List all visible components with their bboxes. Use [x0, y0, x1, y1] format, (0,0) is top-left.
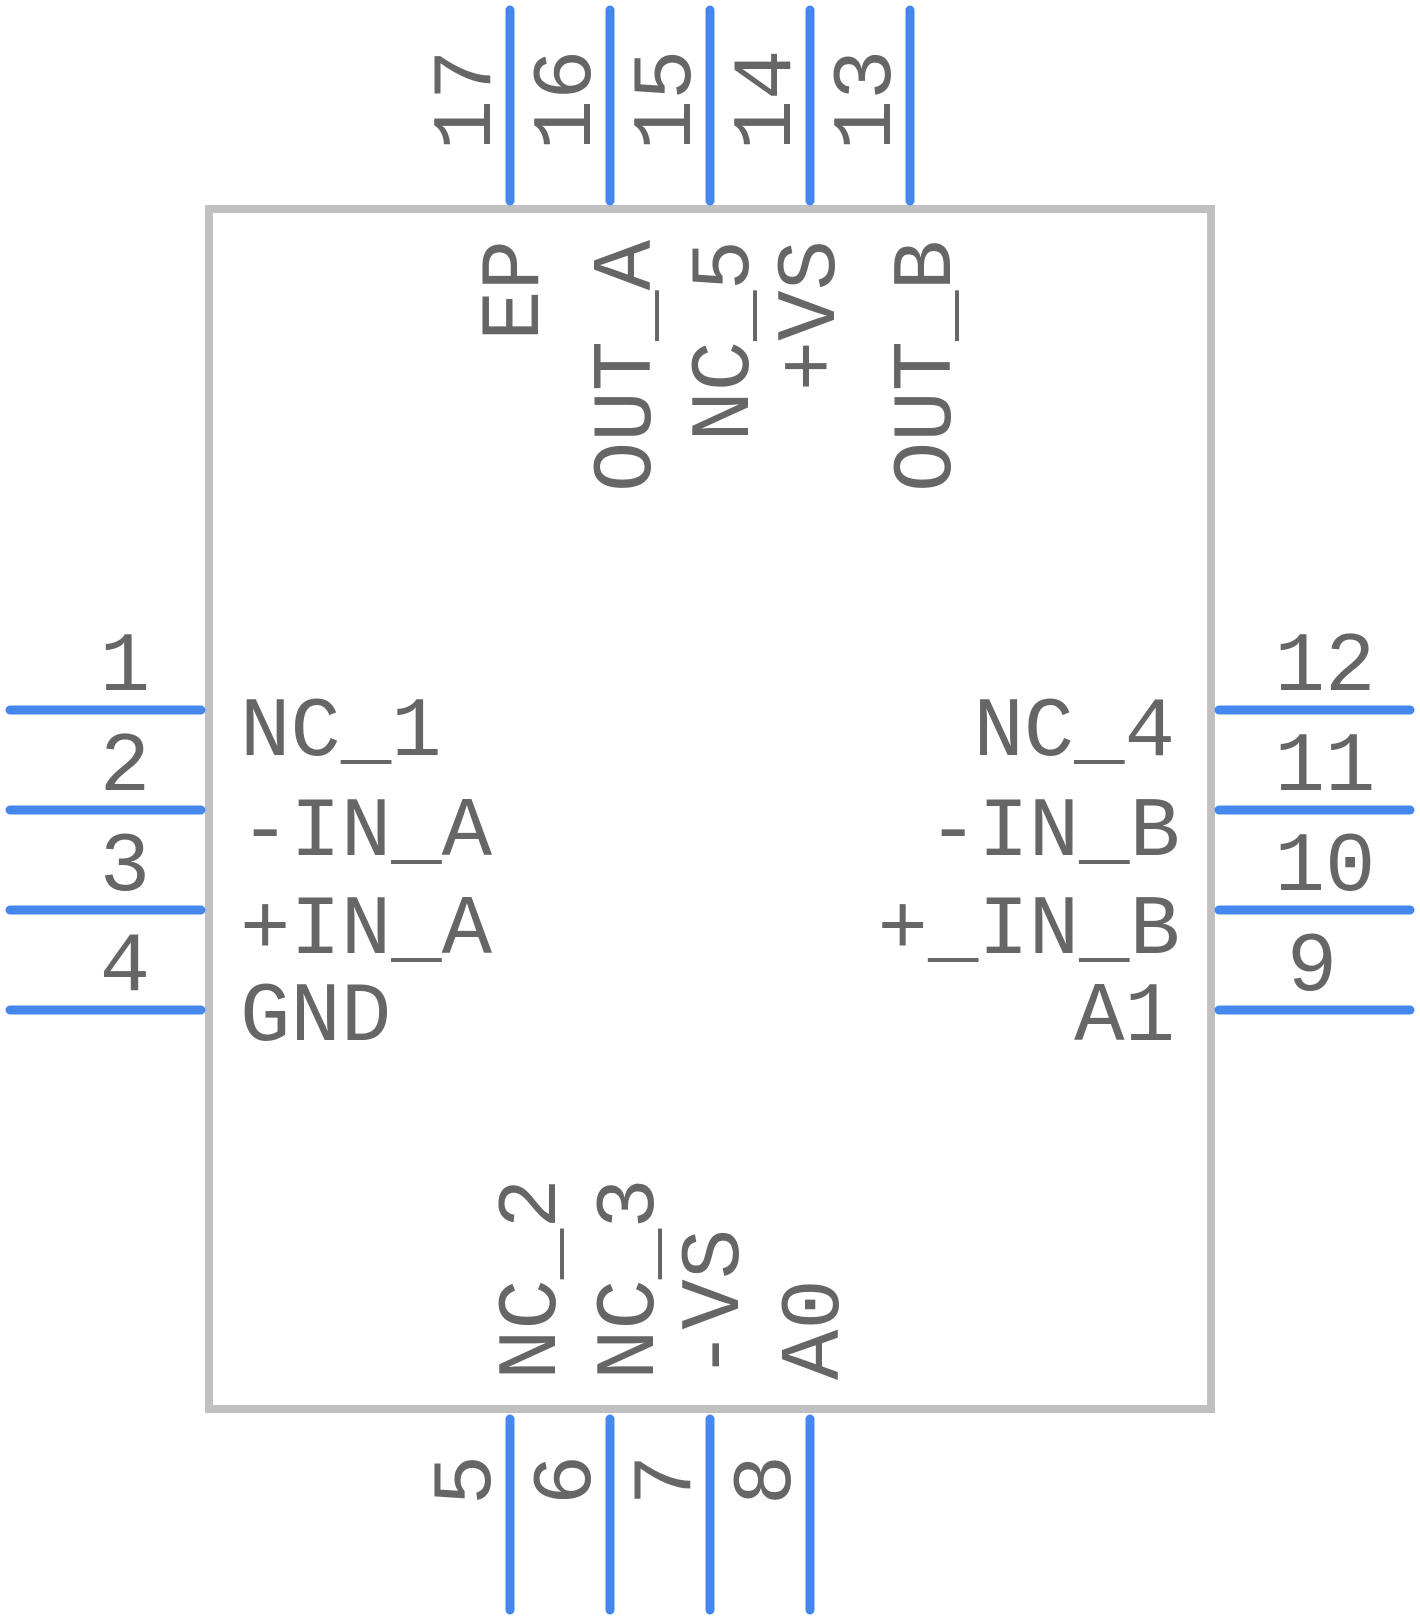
component-body — [205, 205, 1215, 1413]
pin-number: 15 — [621, 50, 716, 151]
pin-number: 8 — [721, 1455, 816, 1505]
pin-name: EP — [469, 240, 564, 341]
pin-name: NC_3 — [584, 1178, 679, 1380]
pin-number: 1 — [100, 621, 150, 716]
pin-top-14: 14 +VS — [721, 5, 860, 391]
pin-name: NC_4 — [973, 686, 1175, 781]
pin-number: 9 — [1287, 921, 1337, 1016]
pin-name: NC_2 — [486, 1178, 581, 1380]
pin-right-9: 9 A1 — [1074, 921, 1415, 1066]
pin-top-15: 15 NC_5 — [621, 5, 774, 442]
pin-number: 13 — [821, 50, 916, 151]
pin-left-3: 3 +IN_A — [5, 821, 493, 979]
pin-number: 7 — [621, 1455, 716, 1505]
pin-name: NC_5 — [679, 240, 774, 442]
pin-name: -IN_B — [928, 786, 1180, 881]
pin-name: +VS — [765, 240, 860, 391]
pin-name: A0 — [769, 1279, 864, 1380]
pin-top-16: 16 OUT_A — [521, 5, 676, 492]
pin-top-17: 17 EP — [421, 5, 564, 341]
pin-bottom-7: 7 -VS — [621, 1229, 764, 1615]
pin-name: -IN_A — [240, 786, 493, 881]
pin-number: 10 — [1275, 821, 1376, 916]
pin-name: +IN_A — [240, 884, 493, 979]
pin-number: 2 — [100, 721, 150, 816]
top-pins: 17 EP 16 OUT_A 15 NC_5 14 +VS 13 OUT_B — [421, 5, 976, 492]
pin-name: OUT_B — [881, 240, 976, 492]
pin-bottom-8: 8 A0 — [721, 1279, 864, 1615]
pin-left-1: 1 NC_1 — [5, 621, 442, 781]
pin-top-13: 13 OUT_B — [821, 5, 976, 492]
pin-number: 14 — [721, 50, 816, 151]
pin-number: 17 — [421, 50, 516, 151]
pin-number: 16 — [521, 50, 616, 151]
pin-number: 12 — [1275, 621, 1376, 716]
pin-name: NC_1 — [240, 686, 442, 781]
pin-number: 6 — [521, 1455, 616, 1505]
pin-name: +_IN_B — [878, 884, 1180, 979]
pin-name: OUT_A — [581, 239, 676, 492]
pin-bottom-6: 6 NC_3 — [521, 1178, 679, 1615]
pin-number: 4 — [100, 921, 150, 1016]
pin-bottom-5: 5 NC_2 — [421, 1178, 581, 1615]
right-pins: 12 NC_4 11 -IN_B 10 +_IN_B 9 A1 — [878, 621, 1415, 1066]
pin-number: 3 — [100, 821, 150, 916]
pin-name: A1 — [1074, 971, 1175, 1066]
pin-number: 5 — [421, 1455, 516, 1505]
pin-right-12: 12 NC_4 — [973, 621, 1415, 781]
pin-name: -VS — [669, 1229, 764, 1380]
bottom-pins: 5 NC_2 6 NC_3 7 -VS 8 A0 — [421, 1178, 864, 1615]
pin-right-11: 11 -IN_B — [928, 721, 1415, 881]
pin-right-10: 10 +_IN_B — [878, 821, 1415, 979]
left-pins: 1 NC_1 2 -IN_A 3 +IN_A 4 GND — [5, 621, 493, 1066]
pin-number: 11 — [1275, 721, 1376, 816]
pin-left-4: 4 GND — [5, 921, 391, 1066]
pin-name: GND — [240, 971, 391, 1066]
pin-left-2: 2 -IN_A — [5, 721, 493, 881]
